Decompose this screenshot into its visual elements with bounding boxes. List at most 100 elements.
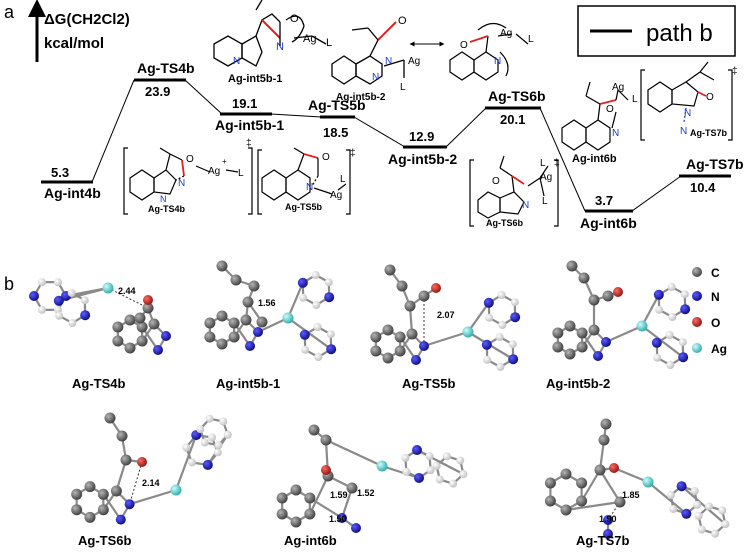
model-int5b-2 <box>552 260 691 369</box>
svg-text:Ag: Ag <box>540 172 552 183</box>
atom <box>566 260 578 272</box>
svg-text:N: N <box>178 178 185 189</box>
atom <box>402 467 411 476</box>
atom <box>290 484 302 496</box>
svg-text:N: N <box>276 41 284 53</box>
3d-structures <box>29 260 730 539</box>
atom <box>208 433 217 442</box>
atom <box>412 445 423 456</box>
atom <box>228 331 240 343</box>
atom <box>97 504 109 516</box>
atom <box>80 296 89 305</box>
atom <box>508 340 517 349</box>
svg-text:Ag: Ag <box>330 190 342 201</box>
atom <box>216 260 228 272</box>
bond <box>174 434 198 491</box>
atom <box>704 502 713 511</box>
atom <box>110 485 122 497</box>
energy-ag-ts7b: 10.4 <box>690 180 716 195</box>
atom <box>594 464 606 476</box>
atom <box>425 452 434 461</box>
bond <box>641 294 660 327</box>
atom <box>321 465 331 475</box>
atom <box>326 344 337 355</box>
atom <box>276 492 288 504</box>
name-ag-ts4b: Ag-TS4b <box>137 60 195 76</box>
svg-text:L: L <box>340 174 346 185</box>
svg-text:N: N <box>233 56 240 67</box>
atom <box>256 316 268 328</box>
atom <box>216 310 228 322</box>
atom <box>214 441 223 450</box>
bond <box>613 466 649 484</box>
svg-text:Ag: Ag <box>500 28 512 39</box>
bond <box>325 439 383 467</box>
atom <box>413 472 424 483</box>
energy-ag-ts5b: 18.5 <box>323 125 348 140</box>
atom <box>613 287 623 297</box>
atom <box>576 477 588 489</box>
atom <box>576 341 588 353</box>
atom <box>84 481 96 493</box>
atom <box>216 338 228 350</box>
svg-text:Ag: Ag <box>208 166 220 177</box>
energy-levels <box>41 78 731 213</box>
svg-text:N: N <box>680 126 687 137</box>
atom <box>655 305 664 314</box>
atom <box>382 352 394 364</box>
atom <box>483 355 492 364</box>
name-ag-int5b-2: Ag-int5b-2 <box>388 151 457 167</box>
atom <box>681 508 692 519</box>
svg-text:O: O <box>460 40 468 51</box>
atom <box>401 453 410 462</box>
atom <box>313 323 322 332</box>
bond <box>680 485 727 525</box>
svg-text:N: N <box>385 56 392 67</box>
svg-text:+: + <box>222 157 227 166</box>
svg-text:L: L <box>540 158 546 169</box>
atom <box>564 348 576 360</box>
atom <box>136 321 148 333</box>
atom <box>667 283 676 292</box>
atom <box>669 504 678 513</box>
legend-atom-o <box>692 317 702 327</box>
sketch-label-ts4b: Ag-TS4b <box>148 204 186 214</box>
atom <box>495 333 504 342</box>
dist-int6b-2: 1.52 <box>357 488 375 498</box>
svg-text:Ag: Ag <box>612 82 624 93</box>
legend-label-o: O <box>711 316 720 330</box>
atom <box>678 338 687 347</box>
atom <box>552 341 564 353</box>
atom <box>552 327 564 339</box>
atom <box>67 289 76 298</box>
legend-label-n: N <box>711 290 720 304</box>
atom <box>396 280 408 292</box>
energy-ag-int4b: 5.3 <box>51 165 69 180</box>
atom <box>384 264 396 276</box>
bond <box>308 475 329 515</box>
svg-text:‡: ‡ <box>246 138 252 149</box>
svg-text:N: N <box>684 108 691 119</box>
bond <box>381 464 420 480</box>
atom <box>382 324 394 336</box>
atom <box>297 277 308 288</box>
atom <box>124 499 135 510</box>
sketch-ag-int6b <box>561 81 629 151</box>
atom <box>404 300 416 312</box>
atom <box>419 341 429 351</box>
svg-text:‡: ‡ <box>732 66 738 77</box>
svg-text:N: N <box>372 72 379 83</box>
atom <box>544 495 556 507</box>
atom <box>116 430 128 442</box>
atom <box>560 504 572 516</box>
atom <box>601 337 611 347</box>
atom <box>219 417 228 426</box>
bond <box>423 330 469 348</box>
svg-text:N: N <box>160 194 167 204</box>
name-ag-int6b: Ag-int6b <box>580 215 637 231</box>
sketch-ag-int5b-1 <box>213 0 327 67</box>
energy-connectors <box>91 79 682 212</box>
sketch-ag-int5b-2 <box>331 21 405 85</box>
axis-label-dg: ΔG(CH2Cl2) <box>44 11 130 28</box>
legend-atom-n <box>692 291 702 301</box>
